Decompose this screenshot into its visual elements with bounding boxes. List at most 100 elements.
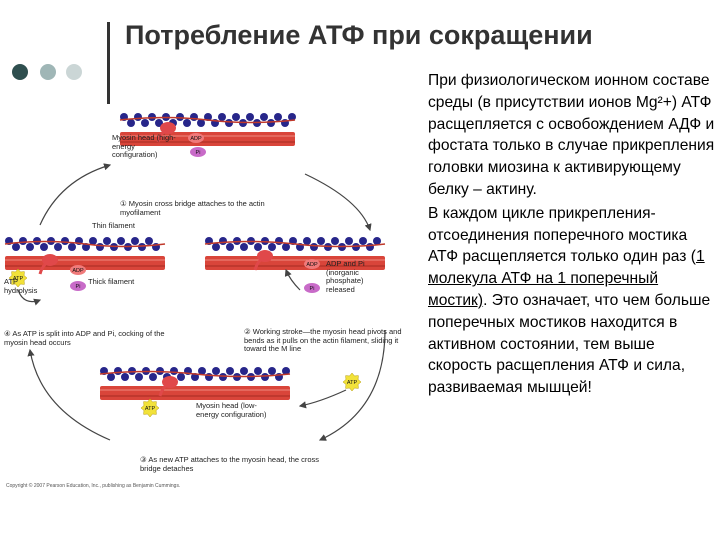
bottom-actin-bead: [114, 367, 122, 375]
left-myosin-head: [42, 254, 58, 266]
left-hydrolysis-arrow: [17, 289, 42, 306]
right-actin-bead: [345, 237, 353, 245]
right-tropomyosin: [204, 240, 386, 248]
top-actin-bead: [288, 113, 296, 121]
top-actin-bead: [204, 113, 212, 121]
left-actin-bead: [68, 243, 76, 251]
top-actin-bead: [260, 113, 268, 121]
top-tropomyosin: [119, 116, 296, 124]
paragraph-2: В каждом цикле прикрепления-отсоединения…: [428, 203, 718, 399]
top-actin-bead: [134, 113, 142, 121]
label-myosin-head-high: Myosin head (high-energy configuration): [112, 133, 176, 159]
bottom-actin-bead: [177, 373, 185, 381]
right-adp-badge: [304, 259, 320, 269]
bottom-actin-bead: [254, 367, 262, 375]
left-actin-bead: [54, 243, 62, 251]
cycle-arrow-1-to-2: [304, 173, 372, 232]
bottom-actin-bead: [226, 367, 234, 375]
top-actin-bead: [176, 113, 184, 121]
top-actin-bead: [155, 119, 163, 127]
bottom-actin-bead: [282, 367, 290, 375]
slide-title: Потребление АТФ при сокращении: [125, 20, 593, 50]
body-text: При физиологическом ионном составе среды…: [428, 70, 718, 401]
left-actin-bead: [131, 237, 139, 245]
right-pi-badge: [304, 283, 320, 293]
bottom-actin-bead: [268, 367, 276, 375]
label-step-3: ③ As new ATP attaches to the myosin head…: [140, 455, 320, 473]
right-actin-bead: [219, 237, 227, 245]
bottom-actin-bead: [212, 367, 220, 375]
right-actin-bead: [303, 237, 311, 245]
left-actin-bead: [61, 237, 69, 245]
bottom-actin-bead: [240, 367, 248, 375]
top-actin-bead: [127, 119, 135, 127]
label-step-4: ④ As ATP is split into ADP and Pi, cocki…: [4, 329, 165, 347]
cycle-arrow-2-to-3: [318, 329, 386, 441]
right-myosin-head: [257, 250, 273, 262]
right-actin-bead: [359, 237, 367, 245]
right-actin-bead: [317, 237, 325, 245]
paragraph-2-part-b: . Это означает, что чем больше поперечны…: [428, 291, 711, 397]
left-actin-bead: [117, 237, 125, 245]
label-atp-hydrolysis: ATP hydrolysis: [4, 277, 38, 295]
left-actin-bead: [19, 237, 27, 245]
label-step-1: ① Myosin cross bridge attaches to the ac…: [120, 199, 265, 217]
left-tropomyosin: [4, 240, 166, 248]
top-actin-bead: [218, 113, 226, 121]
bottom-actin-bead: [261, 373, 269, 381]
top-actin-bead: [197, 119, 205, 127]
bottom-actin-bead: [170, 367, 178, 375]
right-actin-bead: [275, 237, 283, 245]
dot-3: [66, 64, 82, 80]
right-actin-bead: [240, 243, 248, 251]
cycle-arrow-4-to-1: [39, 163, 112, 226]
right-pi-badge-text: Pi: [310, 286, 315, 292]
left-pi-badge-text: Pi: [76, 284, 81, 290]
bottom-actin-bead: [205, 373, 213, 381]
top-actin-bead: [183, 119, 191, 127]
right-actin-bead: [282, 243, 290, 251]
bottom-actin-bead: [121, 373, 129, 381]
top-actin-bead: [246, 113, 254, 121]
label-thin-filament: Thin filament: [92, 221, 135, 230]
left-atp-badge: [8, 268, 28, 288]
left-adp-badge: [70, 265, 86, 275]
bottom-myosin-head: [162, 376, 178, 388]
paragraph-2-underlined: 1 молекула АТФ на 1 поперечный мостик): [428, 248, 705, 309]
label-adp-pi-released: ADP and Pi (inorganic phosphate) release…: [326, 259, 365, 294]
bottom-actin-bead: [135, 373, 143, 381]
right-actin-bead: [373, 237, 381, 245]
bottom-actin-bead: [191, 373, 199, 381]
right-actin-bead: [352, 243, 360, 251]
bottom-thick-filament: [100, 386, 290, 400]
top-actin-bead: [141, 119, 149, 127]
right-actin-bead: [226, 243, 234, 251]
top-actin-bead: [190, 113, 198, 121]
left-atp-badge-text: ATP: [13, 276, 24, 282]
bottom-actin-bead: [107, 373, 115, 381]
bottom-actin-bead: [198, 367, 206, 375]
right-actin-bead: [331, 237, 339, 245]
right-actin-bead: [212, 243, 220, 251]
paragraph-1: При физиологическом ионном составе среды…: [428, 72, 715, 198]
left-pi-badge: [70, 281, 86, 291]
left-actin-bead: [40, 243, 48, 251]
right-actin-bead: [254, 243, 262, 251]
top-actin-bead: [267, 119, 275, 127]
top-adp-badge-text: ADP: [190, 136, 202, 142]
incoming-atp-badge: [342, 372, 362, 392]
right-release-arrow: [284, 268, 301, 291]
top-pi-badge-text: Pi: [196, 150, 201, 156]
left-actin-bead: [89, 237, 97, 245]
copyright-note: Copyright © 2007 Pearson Education, Inc.…: [6, 483, 181, 489]
left-actin-bead: [103, 237, 111, 245]
dot-2: [40, 64, 56, 80]
bottom-atp-badge: [140, 398, 160, 418]
left-actin-bead: [12, 243, 20, 251]
left-adp-badge-text: ADP: [72, 268, 84, 274]
dot-1: [12, 64, 28, 80]
right-adp-badge-text: ADP: [306, 262, 318, 268]
label-thick-filament: Thick filament: [88, 277, 135, 286]
